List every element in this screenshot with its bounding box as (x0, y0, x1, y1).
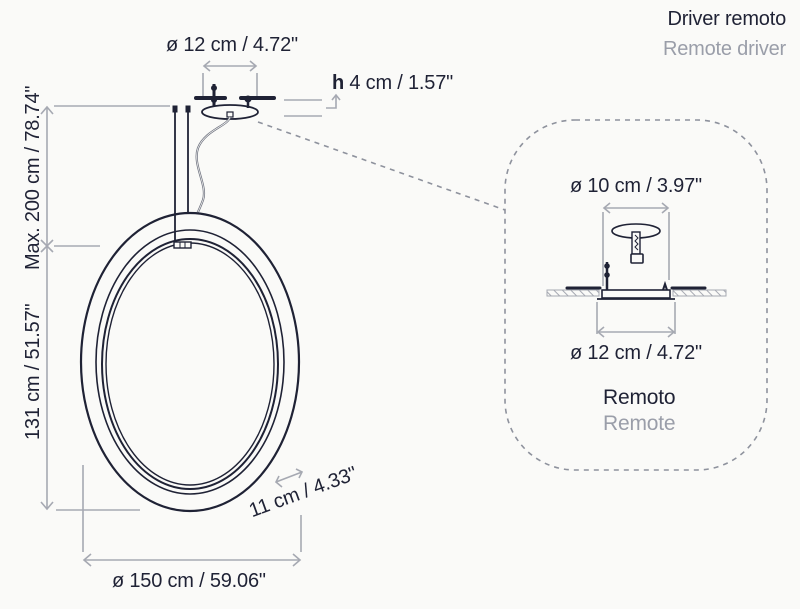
ring-height-label: 131 cm / 51.57" (22, 303, 44, 440)
recessed-driver-detail (546, 223, 727, 300)
detail-label-en: Remote (603, 412, 676, 435)
max-cable-length-label: Max. 200 cm / 78.74" (22, 85, 44, 270)
height-value: 4 cm / 1.57" (349, 72, 454, 94)
outer-diameter-label: ø 12 cm / 4.72" (570, 342, 702, 364)
dimension-lines (40, 60, 676, 567)
header-subtitle: Remote driver (663, 38, 786, 60)
ring-diameter-label: ø 150 cm / 59.06" (112, 570, 266, 592)
header-title: Driver remoto (667, 8, 786, 30)
detail-callout (257, 119, 768, 471)
lamp-body (79, 84, 301, 513)
canopy-diameter-label: ø 12 cm / 4.72" (166, 34, 298, 56)
canopy-height-label: h 4 cm / 1.57" (332, 72, 453, 95)
cutout-diameter-label: ø 10 cm / 3.97" (570, 175, 702, 197)
height-prefix: h (332, 72, 345, 94)
detail-label: Remoto (603, 386, 676, 409)
